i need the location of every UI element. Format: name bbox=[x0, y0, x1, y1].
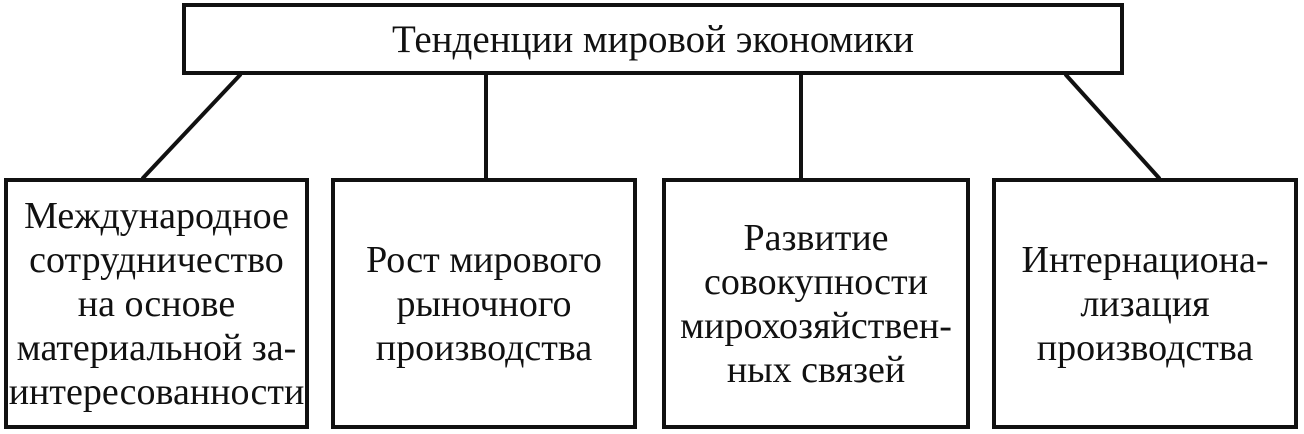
root-label: Тенденции мировой экономики bbox=[392, 17, 914, 61]
child-line: мирохозяйствен- bbox=[680, 304, 952, 347]
child-line: сотрудничество bbox=[29, 238, 284, 281]
connector-4 bbox=[1064, 73, 1161, 180]
child-line: ных связей bbox=[726, 348, 906, 391]
child-box-internationalization: Интернациона- лизация производства bbox=[992, 178, 1298, 429]
connector-1 bbox=[141, 73, 242, 180]
child-line: Международное bbox=[24, 194, 289, 237]
child-text: Развитие совокупности мирохозяйствен- ны… bbox=[680, 216, 952, 392]
child-line: производства bbox=[1036, 326, 1254, 369]
child-line: Рост мирового bbox=[366, 238, 602, 281]
child-line: рыночного bbox=[396, 282, 572, 325]
child-box-world-economic-ties: Развитие совокупности мирохозяйствен- ны… bbox=[662, 178, 970, 429]
child-text: Интернациона- лизация производства bbox=[1022, 238, 1269, 370]
child-line: материальной за- bbox=[16, 326, 297, 369]
child-line: совокупности bbox=[704, 260, 928, 303]
child-text: Рост мирового рыночного производства bbox=[366, 238, 602, 370]
child-box-market-production-growth: Рост мирового рыночного производства bbox=[331, 178, 637, 429]
root-box: Тенденции мировой экономики bbox=[182, 3, 1124, 75]
child-line: лизация bbox=[1080, 282, 1210, 325]
child-box-international-cooperation: Международное сотрудничество на основе м… bbox=[4, 178, 309, 429]
child-line: на основе bbox=[77, 282, 236, 325]
child-line: Развитие bbox=[743, 216, 889, 259]
child-line: интересованности bbox=[8, 370, 305, 413]
child-text: Международное сотрудничество на основе м… bbox=[9, 194, 305, 414]
child-line: производства bbox=[375, 326, 593, 369]
child-line: Интернациона- bbox=[1021, 238, 1269, 281]
